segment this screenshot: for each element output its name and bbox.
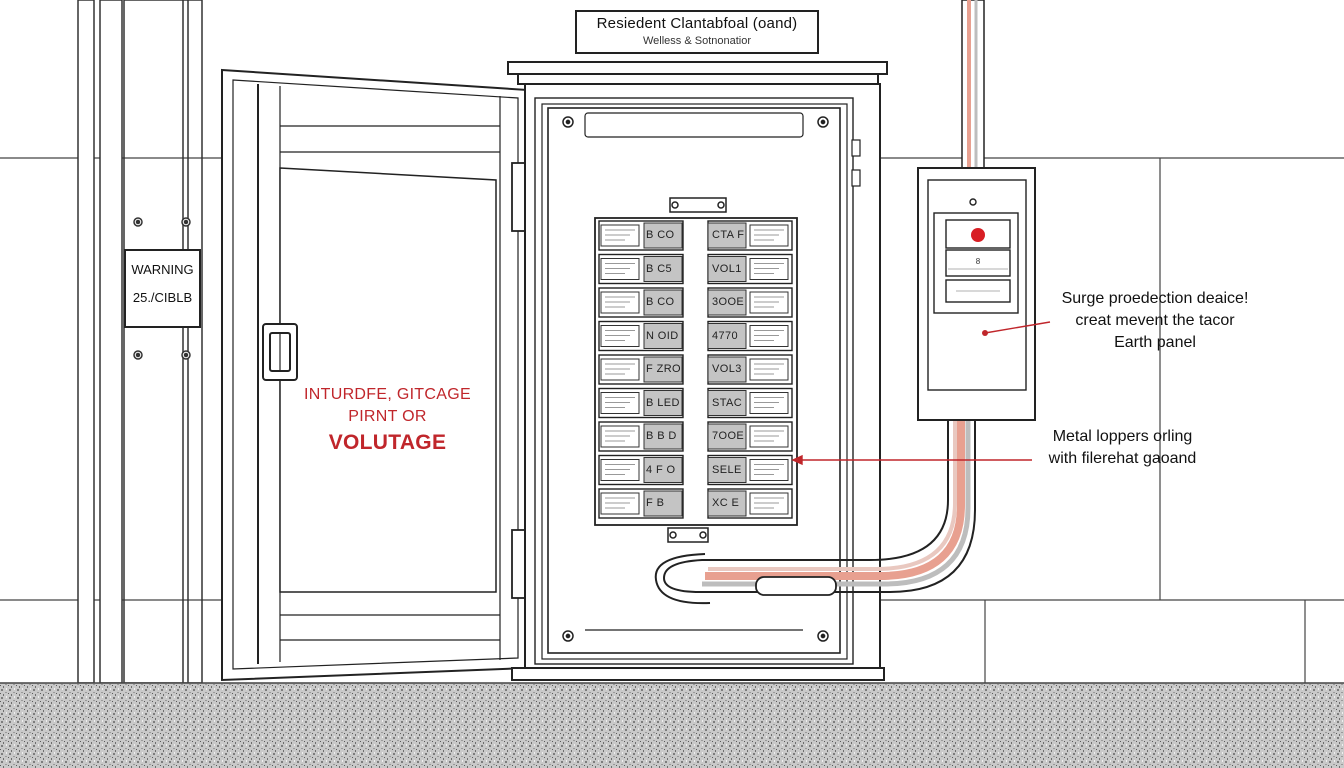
breaker-label: XC E [712,497,740,509]
breaker-left-9[interactable] [598,488,684,519]
ground-conduit [654,400,976,605]
breakers-right-column [707,220,793,519]
breaker-label: 4 F O [646,463,676,476]
door-warning-line3: VOLUTAGE [328,431,447,454]
surge-callout-line3: Earth panel [1114,334,1196,351]
door-latch-icon[interactable] [262,323,298,381]
breaker-left-3[interactable] [598,287,684,318]
surge-callout-line1: Surge proedection deaice! [1061,290,1249,307]
surge-indicator-light [971,228,985,242]
breaker-label: B CO [646,229,675,241]
breaker-right-1[interactable] [707,220,793,251]
breaker-left-2[interactable] [598,253,684,285]
breaker-left-6[interactable] [598,387,684,419]
warning-sign: WARNING 25./CIBLB [124,249,201,328]
breaker-left-5[interactable] [598,354,684,385]
surge-protector[interactable] [917,167,1036,421]
gravel-ground [0,683,1344,768]
breaker-label: N OID [646,329,679,342]
surge-callout: Surge proedection deaice! creat mevent t… [1040,288,1270,354]
panel-door[interactable] [221,68,529,682]
breaker-label: B B D [646,430,677,442]
bus-bracket [667,197,727,543]
panel-screw-icon [562,116,829,642]
panel-title-sign: Resiedent Clantabfoal (oand) Welless & S… [575,10,819,54]
panel-title: Resiedent Clantabfoal (oand) [596,15,798,32]
breaker-right-9[interactable] [707,488,793,519]
breaker-label: VOL1 [712,262,742,275]
breaker-label: 3OOE [712,296,745,308]
breaker-left-8[interactable] [598,454,684,486]
warning-title: WARNING [131,262,194,277]
breakers-left-column [598,220,684,519]
breaker-label: 4770 [712,329,739,342]
breaker-label: B C5 [646,262,673,275]
breaker-right-6[interactable] [707,387,793,419]
breaker-label: VOL3 [712,363,742,375]
breaker-label: B CO [646,296,675,308]
breaker-label: SELE [712,463,742,476]
callout-leaders [791,321,1051,466]
vertical-post [77,0,203,684]
breaker-right-8[interactable] [707,454,793,486]
breaker-right-4[interactable] [707,320,793,352]
panel-subtitle: Welless & Sotnonatior [642,35,752,47]
breaker-label: STAC [712,396,743,409]
breaker-label: F ZRO [646,363,681,375]
door-warning-line1: INTURDFE, GITCAGE [304,386,471,403]
breaker-label: F B [646,497,665,509]
warning-text: 25./CIBLB [132,290,193,305]
breaker-label: B LED [646,396,680,409]
breaker-left-1[interactable] [598,220,684,251]
ground-callout-line1: Metal loppers orling [1052,428,1193,445]
door-warning-line2: PIRNT OR [348,408,427,425]
breaker-label: CTA F [712,229,745,241]
breaker-right-3[interactable] [707,287,793,318]
breaker-right-5[interactable] [707,354,793,385]
breaker-label: 7OOE [712,430,745,442]
ground-callout-line2: with filerehat gaoand [1048,450,1197,467]
ground-callout: Metal loppers orling with filerehat gaoa… [1025,426,1220,470]
breaker-right-2[interactable] [707,253,793,285]
breaker-left-7[interactable] [598,421,684,452]
surge-protector-label: 8 [975,257,981,266]
breaker-left-4[interactable] [598,320,684,352]
surge-callout-line2: creat mevent the tacor [1075,312,1235,329]
breaker-right-7[interactable] [707,421,793,452]
